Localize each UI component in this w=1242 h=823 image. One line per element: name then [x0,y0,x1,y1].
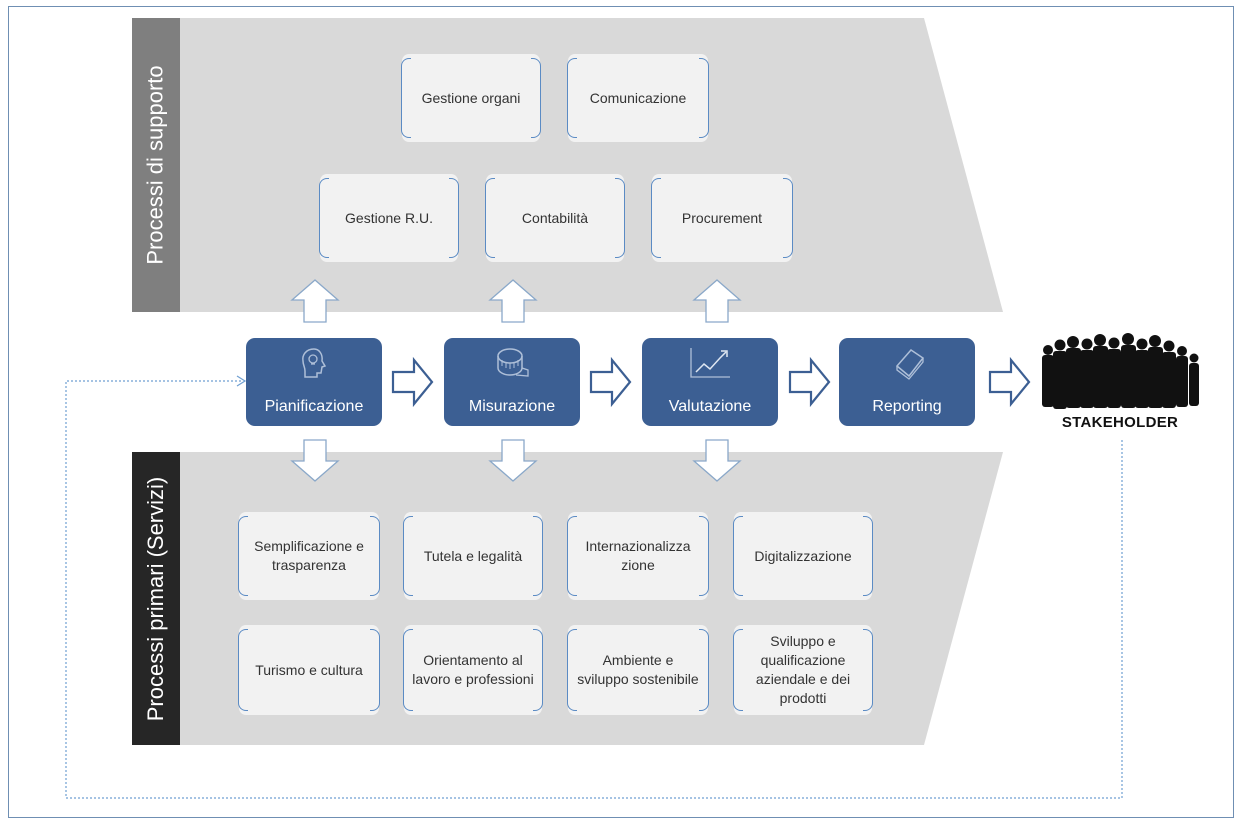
diagram-frame [8,6,1234,818]
primary-process-box: Tutela e legalità [403,512,543,600]
stage-valutazione: Valutazione [642,338,778,426]
support-process-box: Gestione organi [401,54,541,142]
stage-label: Valutazione [668,398,752,415]
primary-process-box: Digitalizzazione [733,512,873,600]
stakeholder-label: STAKEHOLDER [1061,414,1179,431]
primary-process-box: Internazionalizza zione [567,512,709,600]
up-arrow [290,279,340,323]
tape-measure-icon [497,348,529,377]
right-arrow [589,356,632,408]
stage-pianificazione: Pianificazione [246,338,382,426]
stage-reporting: Reporting [839,338,975,426]
report-book-icon [895,349,925,380]
down-arrow [290,439,340,482]
lightbulb-head-icon [302,348,327,378]
primary-process-label: Semplificazione e trasparenza [254,538,364,573]
stage-label: Reporting [872,398,942,415]
feedback-loop-arrowhead [236,375,247,387]
primary-process-box: Sviluppo e qualificazione aziendale e de… [733,625,873,715]
support-section-label: Processi di supporto [143,65,169,265]
primary-process-box: Ambiente e sviluppo sostenibile [567,625,709,715]
stage-label: Misurazione [468,398,556,415]
support-process-box: Procurement [651,174,793,262]
primary-process-box: Semplificazione e trasparenza [238,512,380,600]
right-arrow [988,356,1031,408]
support-process-label: Procurement [681,209,763,226]
right-arrow [391,356,434,408]
up-arrow [692,279,742,323]
primary-process-box: Turismo e cultura [238,625,380,715]
primary-process-label: Turismo e cultura [255,661,363,678]
line-chart-icon [690,348,730,378]
support-process-box: Contabilità [485,174,625,262]
support-process-box: Gestione R.U. [319,174,459,262]
primary-label-strip [132,452,180,745]
primary-process-label: Digitalizzazione [754,547,852,564]
stage-misurazione: Misurazione [444,338,580,426]
primary-process-label: Sviluppo e qualificazione aziendale e de… [755,633,851,706]
down-arrow [692,439,742,482]
support-process-label: Contabilità [521,209,589,226]
stage-label: Pianificazione [264,398,364,415]
primary-process-box: Orientamento al lavoro e professioni [403,625,543,715]
support-process-label: Gestione R.U. [345,209,433,226]
crowd-silhouette-icon [1042,333,1199,409]
primary-process-label: Internazionalizza zione [585,538,691,573]
up-arrow [488,279,538,323]
primary-section-label: Processi primari (Servizi) [143,476,169,721]
primary-process-label: Tutela e legalità [423,547,523,564]
primary-process-label: Orientamento al lavoro e professioni [412,652,534,687]
support-process-box: Comunicazione [567,54,709,142]
support-label-strip [132,18,180,312]
support-process-label: Comunicazione [589,89,687,106]
primary-process-label: Ambiente e sviluppo sostenibile [577,652,699,687]
right-arrow [788,356,831,408]
feedback-loop-line [65,380,1123,799]
down-arrow [488,439,538,482]
support-process-label: Gestione organi [421,89,521,106]
